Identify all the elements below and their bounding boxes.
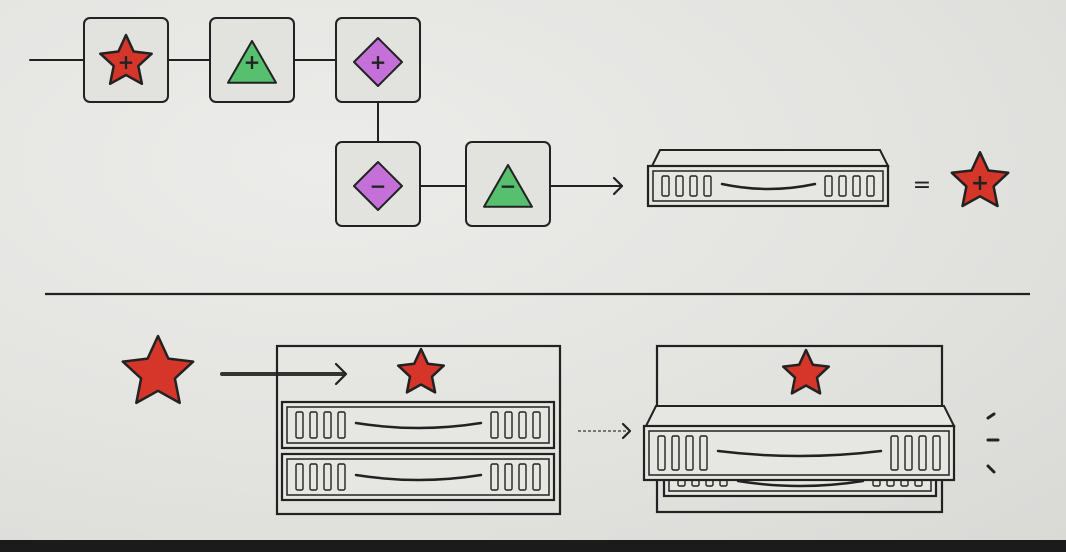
chain-tile: − xyxy=(465,141,551,227)
top-chain-panel: + + + − − = + xyxy=(29,17,1010,227)
drawer-slot xyxy=(504,411,513,439)
drawer-slot xyxy=(671,435,680,471)
drawer-slot xyxy=(490,411,499,439)
motion-line xyxy=(986,464,996,474)
star-icon xyxy=(950,151,1010,208)
drawer xyxy=(642,424,956,482)
drawer-slot xyxy=(532,411,541,439)
drawer-slot xyxy=(918,435,927,471)
drawer-slot xyxy=(504,463,513,491)
drawer-tray-top xyxy=(644,405,956,427)
drawer-slot xyxy=(699,435,708,471)
cabinet-frame xyxy=(275,344,562,516)
drawer-slot xyxy=(309,463,318,491)
drawer-slot xyxy=(852,175,861,197)
diamond-icon xyxy=(353,161,403,211)
sign-label: + xyxy=(118,50,135,74)
drawer-slot xyxy=(890,435,899,471)
drawer-slot xyxy=(337,411,346,439)
drawer xyxy=(646,164,890,208)
triangle-icon xyxy=(227,39,277,84)
drawer-slot xyxy=(518,463,527,491)
drawer-slot xyxy=(904,435,913,471)
star-icon xyxy=(781,348,831,395)
drawer-slot xyxy=(518,411,527,439)
drawer-slot xyxy=(323,463,332,491)
sign-label: + xyxy=(244,50,261,74)
drawer-slot xyxy=(295,463,304,491)
bottom-panel xyxy=(121,334,1000,516)
cabinet-after xyxy=(642,344,1000,514)
drawer-slot xyxy=(866,175,875,197)
drawer-slot xyxy=(337,463,346,491)
drawer-slot xyxy=(824,175,833,197)
chain-tile: + xyxy=(83,17,169,103)
drawer-handle[interactable] xyxy=(736,479,865,488)
arrow-head xyxy=(621,422,632,440)
drawer-slot xyxy=(309,411,318,439)
equals-sign: = xyxy=(913,173,931,198)
drawer-slot xyxy=(689,175,698,197)
sign-label: − xyxy=(370,174,387,198)
drawer-handle[interactable] xyxy=(354,473,483,482)
arrow-head xyxy=(612,176,624,196)
drawer xyxy=(280,400,556,450)
diamond-icon xyxy=(353,37,403,87)
motion-line xyxy=(986,412,996,420)
motion-lines xyxy=(986,412,1000,474)
drawer-slot xyxy=(685,435,694,471)
drawer-slot xyxy=(675,175,684,197)
result-star: + xyxy=(950,151,1010,208)
star-icon xyxy=(99,33,153,86)
drawer-inset xyxy=(648,430,950,476)
cabinet-before xyxy=(275,344,562,516)
drawer-handle[interactable] xyxy=(720,182,817,191)
drawer-slot xyxy=(532,463,541,491)
drawer-slot xyxy=(661,175,670,197)
drawer-slot xyxy=(657,435,666,471)
drawer-inset xyxy=(286,406,550,444)
star-icon xyxy=(121,334,195,405)
drawer-front xyxy=(280,400,556,450)
drawer-handle[interactable] xyxy=(716,449,883,458)
drawer-slot xyxy=(703,175,712,197)
drawer-front xyxy=(646,164,890,208)
drawer-slot xyxy=(932,435,941,471)
star-icon xyxy=(396,347,446,394)
chain-tile: + xyxy=(209,17,295,103)
drawer xyxy=(280,452,556,502)
drawer-handle[interactable] xyxy=(354,421,483,430)
drawer-front xyxy=(280,452,556,502)
arrow-head xyxy=(334,362,348,386)
sign-label: + xyxy=(971,171,989,196)
drawer-slot xyxy=(838,175,847,197)
sign-label: − xyxy=(500,174,517,198)
chain-tile: + xyxy=(335,17,421,103)
triangle-icon xyxy=(483,163,533,208)
drawer-slot xyxy=(295,411,304,439)
drawer-inset xyxy=(286,458,550,496)
drawer-slot xyxy=(490,463,499,491)
sign-label: + xyxy=(370,50,387,74)
drawer-slot xyxy=(323,411,332,439)
result-drawer xyxy=(646,149,890,208)
drawer-inset xyxy=(652,170,884,202)
drawer-tray-top xyxy=(650,149,890,167)
chain-tile: − xyxy=(335,141,421,227)
drawer-front xyxy=(642,424,956,482)
